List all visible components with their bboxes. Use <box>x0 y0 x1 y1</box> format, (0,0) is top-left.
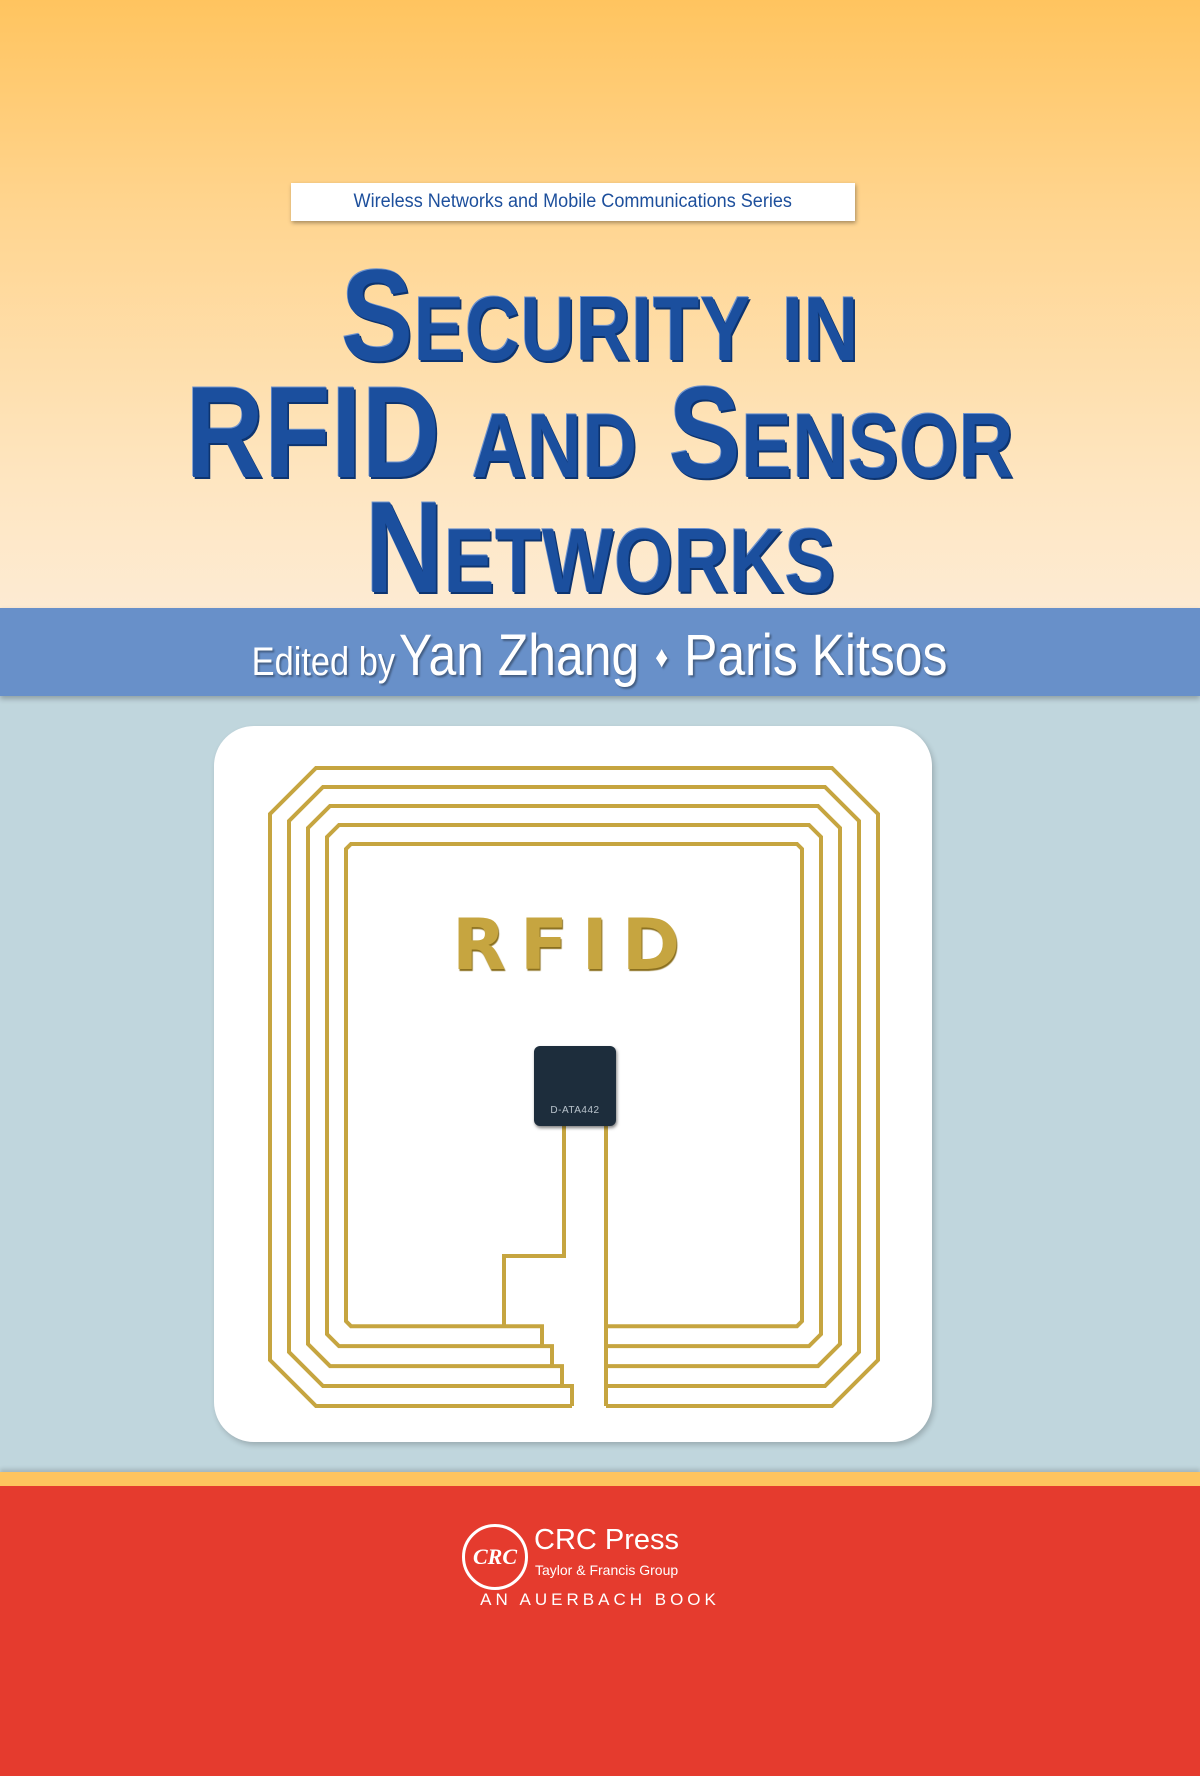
editor-2: Paris Kitsos <box>684 623 948 688</box>
publisher-name: CRC Press <box>534 1524 680 1556</box>
coil-loop <box>268 766 880 1408</box>
chip-label: D-ATA442 <box>550 1105 600 1116</box>
publisher-group: Taylor & Francis Group <box>535 1562 679 1578</box>
top-gradient-panel <box>0 0 1200 610</box>
title-line-1: Security in <box>0 250 1200 380</box>
publisher-panel <box>0 1486 1200 1776</box>
coil-loop <box>287 785 861 1389</box>
title-line-3: Networks <box>0 482 1200 612</box>
logo-text: CRC <box>472 1544 518 1569</box>
title-text: RFID and Sensor <box>185 359 1015 505</box>
editors-band: Edited by Yan Zhang ♦ Paris Kitsos <box>0 608 1200 696</box>
coil-jog <box>562 1384 574 1406</box>
coil-jog <box>552 1364 564 1387</box>
crc-logo-icon: CRC <box>462 1524 528 1590</box>
editor-1: Yan Zhang <box>399 623 640 688</box>
series-label: Wireless Networks and Mobile Communicati… <box>353 191 793 212</box>
rfid-logo: rfid <box>214 904 932 986</box>
rfid-tag-illustration: rfid D-ATA442 <box>214 726 932 1442</box>
yellow-stripe <box>0 1472 1200 1486</box>
imprint-label: AN AUERBACH BOOK <box>480 1590 720 1609</box>
coil-loop <box>306 804 842 1369</box>
title-text: Security in <box>340 242 860 388</box>
diamond-separator-icon: ♦ <box>655 641 669 674</box>
edited-by-label: Edited by <box>252 640 396 684</box>
chip-lead <box>502 1126 566 1327</box>
coil-loop <box>325 823 823 1349</box>
series-label-box: Wireless Networks and Mobile Communicati… <box>291 183 855 221</box>
coil-loop <box>344 842 804 1329</box>
title-text: Networks <box>364 474 836 620</box>
antenna-coil <box>268 766 880 1408</box>
title-line-2: RFID and Sensor <box>0 367 1200 497</box>
coil-jog <box>532 1324 544 1347</box>
chip: D-ATA442 <box>534 1046 616 1126</box>
rfid-label: rfid <box>452 904 694 986</box>
coil-jog <box>542 1344 554 1367</box>
